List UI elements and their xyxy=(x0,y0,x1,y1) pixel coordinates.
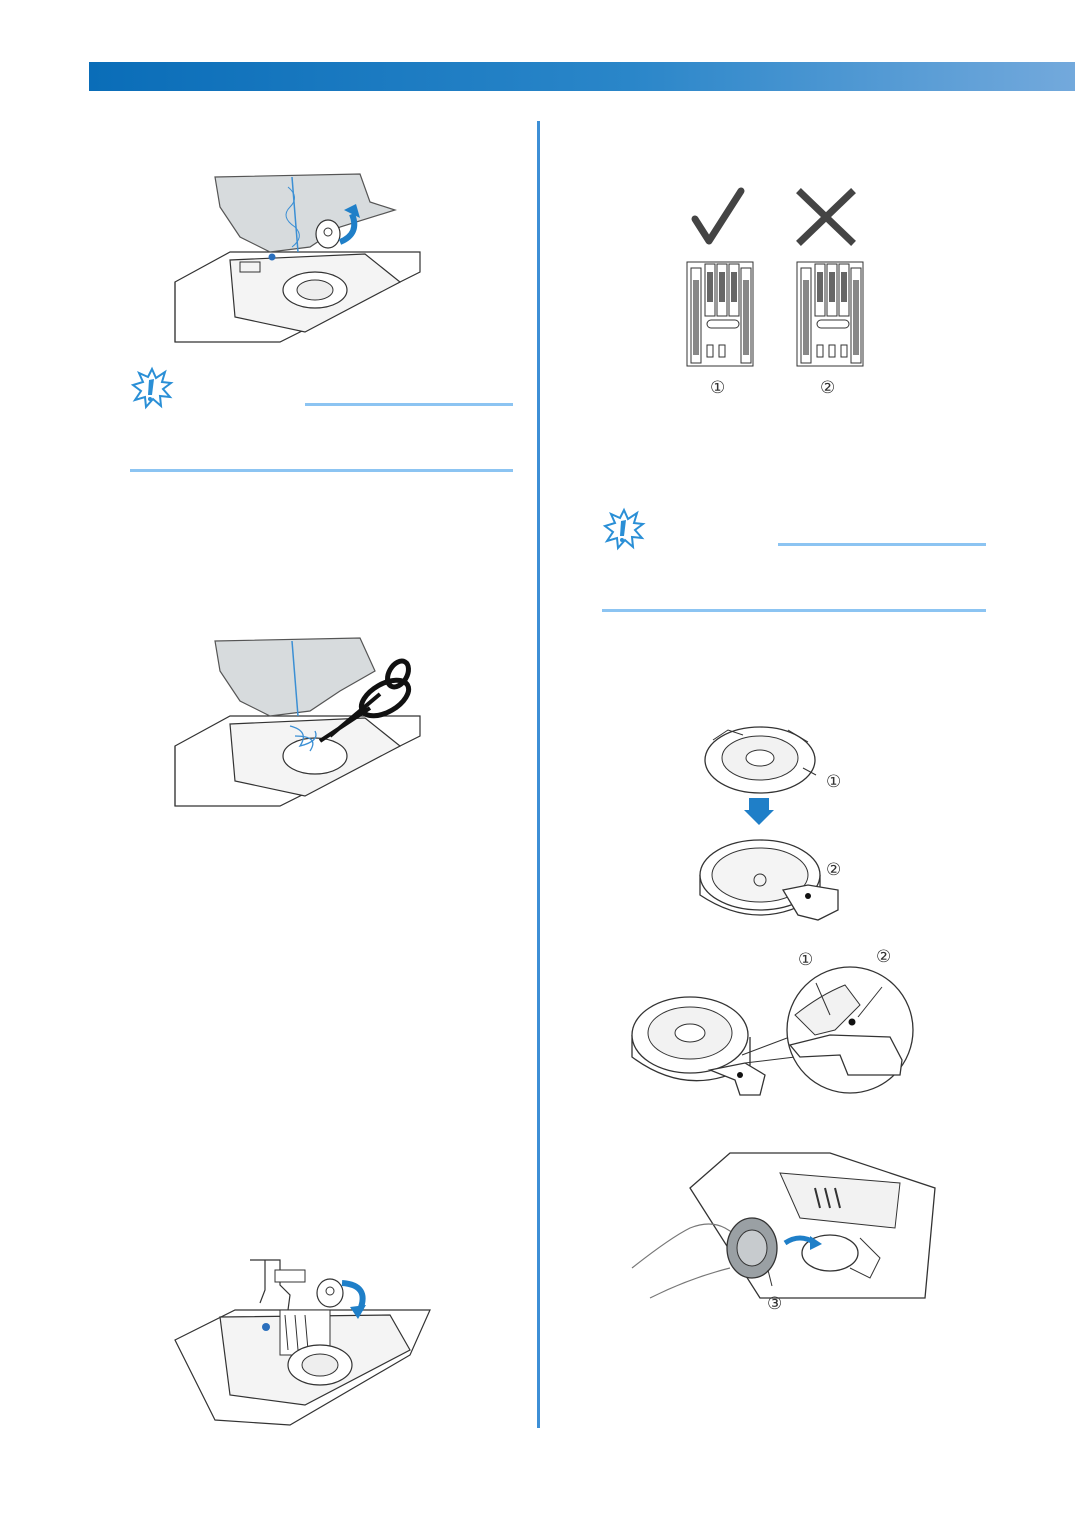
feed-dogs-incorrect xyxy=(796,261,864,367)
note-rule-bottom xyxy=(130,469,513,472)
correct-incorrect-marks xyxy=(691,187,856,246)
callout-2: ② xyxy=(820,378,836,397)
callout-1: ① xyxy=(710,378,726,397)
bobbin-case-detail-figure xyxy=(631,966,914,1096)
callout-3: ③ xyxy=(767,1294,783,1313)
cut-threads-figure xyxy=(174,637,421,807)
callout-2: ② xyxy=(826,860,842,879)
callout-1: ① xyxy=(798,950,814,969)
bobbin-case-figure xyxy=(699,726,839,921)
column-divider xyxy=(537,121,540,1428)
note-rule-top xyxy=(778,543,986,546)
note-burst-icon xyxy=(602,507,646,551)
note-rule-bottom xyxy=(602,609,986,612)
feed-dogs-figure xyxy=(686,261,864,367)
remove-needle-plate-figure xyxy=(174,173,421,343)
cross-mark-icon xyxy=(796,188,856,246)
note-burst-icon xyxy=(130,366,174,410)
callout-2: ② xyxy=(876,947,892,966)
insert-bobbin-case-figure xyxy=(631,1152,936,1299)
feed-dogs-correct xyxy=(686,261,754,367)
callout-1: ① xyxy=(826,772,842,791)
note-rule-top xyxy=(305,403,513,406)
check-mark-icon xyxy=(691,187,745,245)
attach-needle-plate-figure xyxy=(174,1259,431,1426)
header-bar xyxy=(89,62,1075,91)
